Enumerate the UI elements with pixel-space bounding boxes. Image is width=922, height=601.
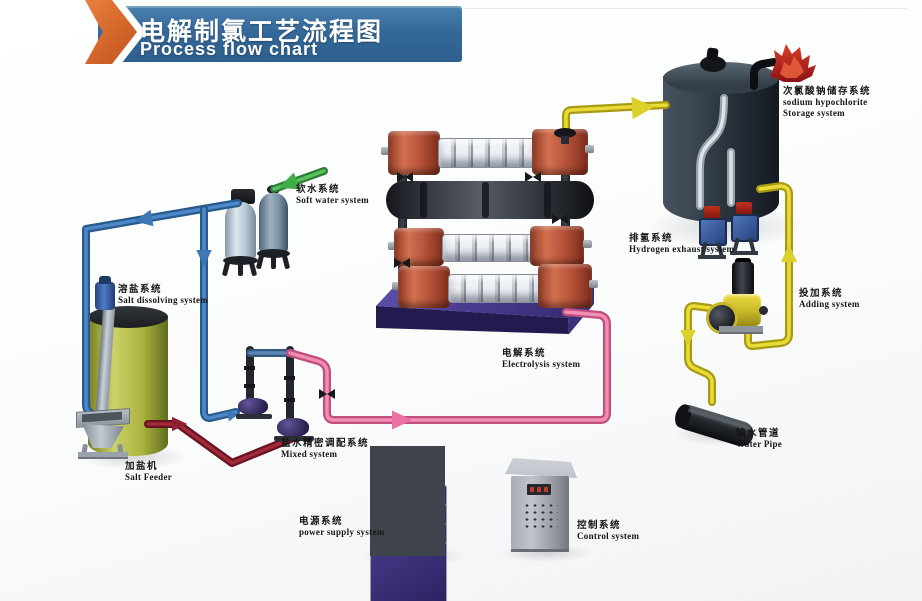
- control-display: [527, 484, 551, 495]
- label-power-supply-system: 电源系统 power supply system: [299, 516, 385, 538]
- dosing-motor: [732, 262, 754, 296]
- flow-arrow: [780, 244, 798, 262]
- label-control-system: 控制系统 Control system: [577, 520, 640, 542]
- label-water-pipe: 输水管道 Water Pipe: [736, 428, 783, 450]
- dosing-pump-base: [719, 326, 763, 334]
- valve-icon: [327, 389, 335, 399]
- cell-end-cap: [388, 131, 440, 175]
- valve-icon: [319, 389, 327, 399]
- electrolysis-cell-row-2-black: [386, 181, 594, 219]
- axle-stub: [585, 145, 594, 153]
- axle-stub: [589, 280, 598, 288]
- brine-pump-1: [236, 394, 272, 420]
- sodium-hypochlorite-tank: [663, 76, 779, 222]
- cell-tube: [442, 234, 534, 262]
- axle-stub: [583, 240, 592, 248]
- cabinet-handle: [370, 446, 445, 556]
- cell-tube: [448, 274, 542, 303]
- soft-water-tank-1: [225, 202, 256, 260]
- flame-inner-icon: [780, 56, 804, 78]
- page-title-cn: 电解制氯工艺流程图: [140, 18, 384, 46]
- label-storage-system: 次氯酸钠储存系统 sodium hypochlorite Storage sys…: [783, 86, 872, 119]
- axle-stub: [388, 242, 397, 250]
- pump-base: [236, 414, 272, 419]
- cell-end-cap: [530, 226, 584, 266]
- tank-leg: [238, 260, 243, 276]
- control-cabinet: [505, 458, 577, 554]
- flow-arrow: [172, 416, 188, 432]
- axle-stub: [381, 147, 390, 155]
- cell-end-cap: [398, 266, 450, 308]
- power-supply-cabinet: [370, 446, 447, 601]
- electrolysis-cell-row-1: [381, 129, 594, 177]
- tank-leg: [271, 253, 276, 269]
- dosing-motor-cap: [735, 258, 751, 264]
- hopper-base-plate: [78, 452, 128, 459]
- label-mixed-system: 盐水精密调配系统 Mixed system: [281, 438, 370, 460]
- flow-arrow: [631, 96, 655, 120]
- cabinet-cap: [505, 458, 577, 478]
- dosing-pump: [706, 258, 768, 340]
- flow-arrow: [196, 250, 212, 267]
- display-digit: [537, 487, 541, 492]
- label-soft-water-system: 软水系统 Soft water system: [296, 184, 369, 206]
- label-salt-dissolving-system: 溶盐系统 Salt dissolving system: [118, 284, 209, 306]
- cell-end-cap: [394, 228, 444, 266]
- cabinet-base: [511, 549, 569, 552]
- electrolysis-cell-row-4: [392, 264, 598, 312]
- pump-body: [277, 418, 309, 437]
- axle-stub: [392, 282, 401, 290]
- flow-arrow: [134, 209, 154, 227]
- conveyor-motor-cap: [99, 276, 111, 284]
- pump-body: [238, 398, 268, 415]
- flow-arrow: [680, 330, 696, 347]
- flange-ring: [482, 182, 489, 218]
- cell-end-cap: [532, 129, 588, 175]
- label-electrolysis-system: 电解系统 Electrolysis system: [502, 348, 581, 370]
- display-digit: [530, 487, 534, 492]
- label-salt-feeder: 加盐机 Salt Feeder: [125, 461, 173, 483]
- electrolysis-cell-row-3: [388, 226, 592, 274]
- label-adding-system: 投加系统 Adding system: [799, 288, 860, 310]
- dosing-knob: [759, 306, 768, 315]
- exhaust-unit-foot: [698, 255, 726, 259]
- flange-ring: [544, 182, 551, 218]
- flow-arrow: [392, 410, 413, 430]
- conveyor-motor: [95, 282, 115, 310]
- exhaust-unit-body: [699, 218, 727, 246]
- control-buttons-grid: [523, 502, 558, 530]
- cell-end-cap: [538, 264, 592, 308]
- soft-water-tank-2: [259, 193, 288, 253]
- tank-vent-stub: [706, 47, 719, 61]
- tank-manhole: [700, 56, 726, 72]
- page-title-en: Process flow chart: [140, 39, 319, 59]
- cell-tube: [438, 138, 537, 168]
- flange-ring: [420, 182, 427, 218]
- display-digit: [544, 487, 548, 492]
- header-divider: [465, 8, 907, 9]
- title-banner: [98, 6, 462, 62]
- label-hydrogen-exhaust-system: 排氢系统 Hydrogen exhaust system: [629, 233, 735, 255]
